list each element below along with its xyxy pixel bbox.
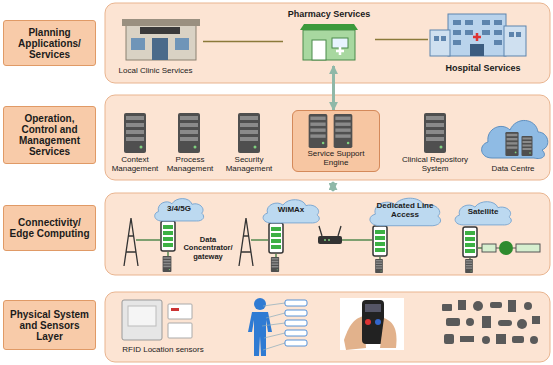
node-text: Connectivity/ Edge Computing xyxy=(7,217,92,239)
service-node: Hospital Services xyxy=(428,8,538,76)
node-text: Operation, Control and Management Servic… xyxy=(7,113,92,157)
cloud-node: Data Centre xyxy=(478,112,548,176)
node-text: Satellite xyxy=(468,208,499,217)
node-text: Context Management xyxy=(110,156,160,174)
layer-label-box: Physical System and Sensors Layer xyxy=(3,300,96,350)
node-text: Hospital Services xyxy=(445,64,520,74)
node-text: Process Management xyxy=(164,156,216,174)
layer-band xyxy=(105,95,550,180)
node-text: Local Clinic Services xyxy=(119,67,193,76)
layer-label-box: Connectivity/ Edge Computing xyxy=(3,205,96,251)
network-cloud: Satellite xyxy=(452,199,514,226)
layer-arrow xyxy=(332,182,335,191)
connector xyxy=(203,41,283,43)
clinic-icon xyxy=(122,19,200,60)
server-node: Clinical Repository System xyxy=(395,110,475,176)
connector xyxy=(332,66,335,110)
tower xyxy=(124,218,253,266)
network-cloud: WiMAx xyxy=(260,197,322,224)
node-text: Security Management xyxy=(222,156,276,174)
node-text: Dedicated Line Access xyxy=(376,202,434,220)
layer-label-box: Operation, Control and Management Servic… xyxy=(3,106,96,164)
annotation-label: Data Concentrator/ gateway xyxy=(180,236,236,261)
node-text: Clinical Repository System xyxy=(397,156,473,174)
handheld-device-picture xyxy=(340,298,404,350)
engine-box-fill xyxy=(292,110,380,172)
layer-label-box: Planning Applications/ Services xyxy=(3,20,96,66)
server-node: Security Management xyxy=(220,110,278,176)
data-centre-cloud xyxy=(482,120,548,158)
server-node: Process Management xyxy=(162,110,218,176)
network-cloud: Dedicated Line Access xyxy=(366,195,444,227)
connector xyxy=(375,39,428,41)
server-node: Context Management xyxy=(108,110,162,176)
rfid-sensor-picture xyxy=(122,300,192,340)
node-text: Service Support Engine xyxy=(296,150,376,168)
service-node: Pharmacy Services xyxy=(283,8,375,66)
sensor-parts-picture xyxy=(442,300,540,344)
node-text: Planning Applications/ Services xyxy=(7,27,92,60)
node-text: Data Centre xyxy=(491,165,534,174)
layer-band xyxy=(105,193,550,275)
engine-box: Service Support Engine xyxy=(292,110,380,172)
node-text: Pharmacy Services xyxy=(288,10,371,20)
node-text: Physical System and Sensors Layer xyxy=(7,309,92,342)
layer-band xyxy=(105,292,550,362)
body-sensor-picture xyxy=(248,298,307,356)
network-cloud: 3/4/5G xyxy=(152,196,206,222)
layer-band xyxy=(105,3,550,83)
pharmacy-icon xyxy=(300,24,358,60)
node-text: 3/4/5G xyxy=(167,205,191,214)
satellite-icon xyxy=(482,241,540,255)
hospital-icon xyxy=(430,14,526,56)
node-text: WiMAx xyxy=(278,206,305,215)
router-icon xyxy=(318,226,342,244)
annotation-label: RFID Location sensors xyxy=(108,346,218,355)
service-node: Local Clinic Services xyxy=(108,14,203,78)
